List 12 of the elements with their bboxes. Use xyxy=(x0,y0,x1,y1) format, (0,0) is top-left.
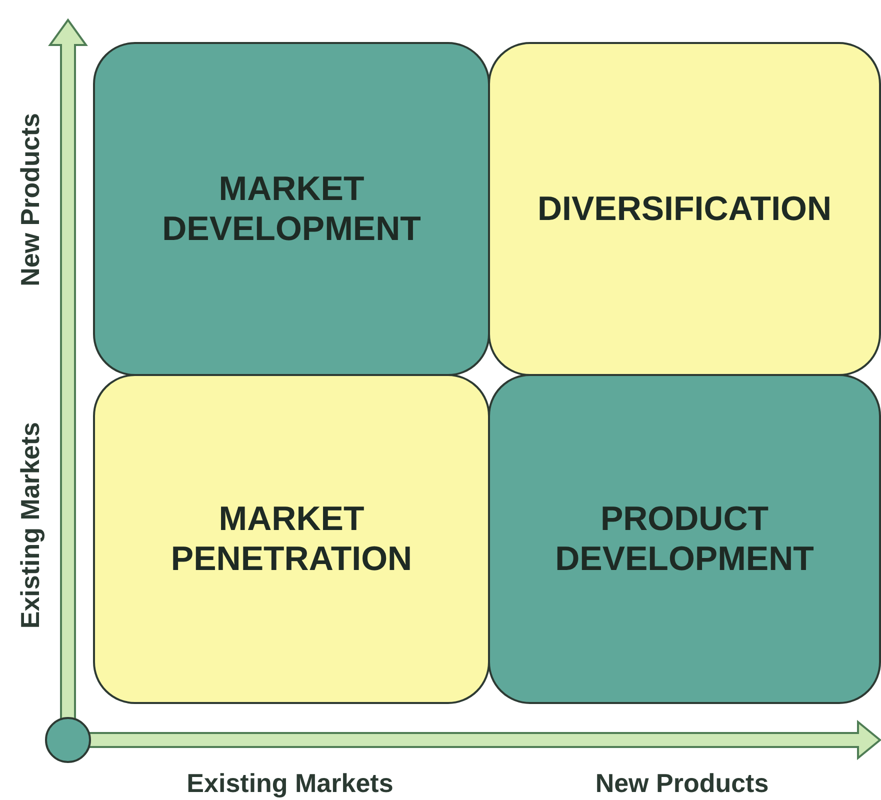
quadrant-box xyxy=(488,374,881,704)
axis-label: Existing Markets xyxy=(186,768,394,798)
quadrant-label: MARKET PENETRATION xyxy=(170,499,414,579)
axis-label: New Products xyxy=(14,113,46,287)
quadrant-label: PRODUCT DEVELOPMENT xyxy=(554,499,815,579)
quadrant-label: DIVERSIFICATION xyxy=(537,189,832,229)
quadrant-box xyxy=(488,42,881,376)
axis-label: New Products xyxy=(595,768,769,798)
quadrant-label: MARKET DEVELOPMENT xyxy=(162,169,422,249)
quadrant-box xyxy=(93,374,490,704)
axis-label: Existing Markets xyxy=(14,422,46,628)
quadrant-box xyxy=(93,42,490,376)
